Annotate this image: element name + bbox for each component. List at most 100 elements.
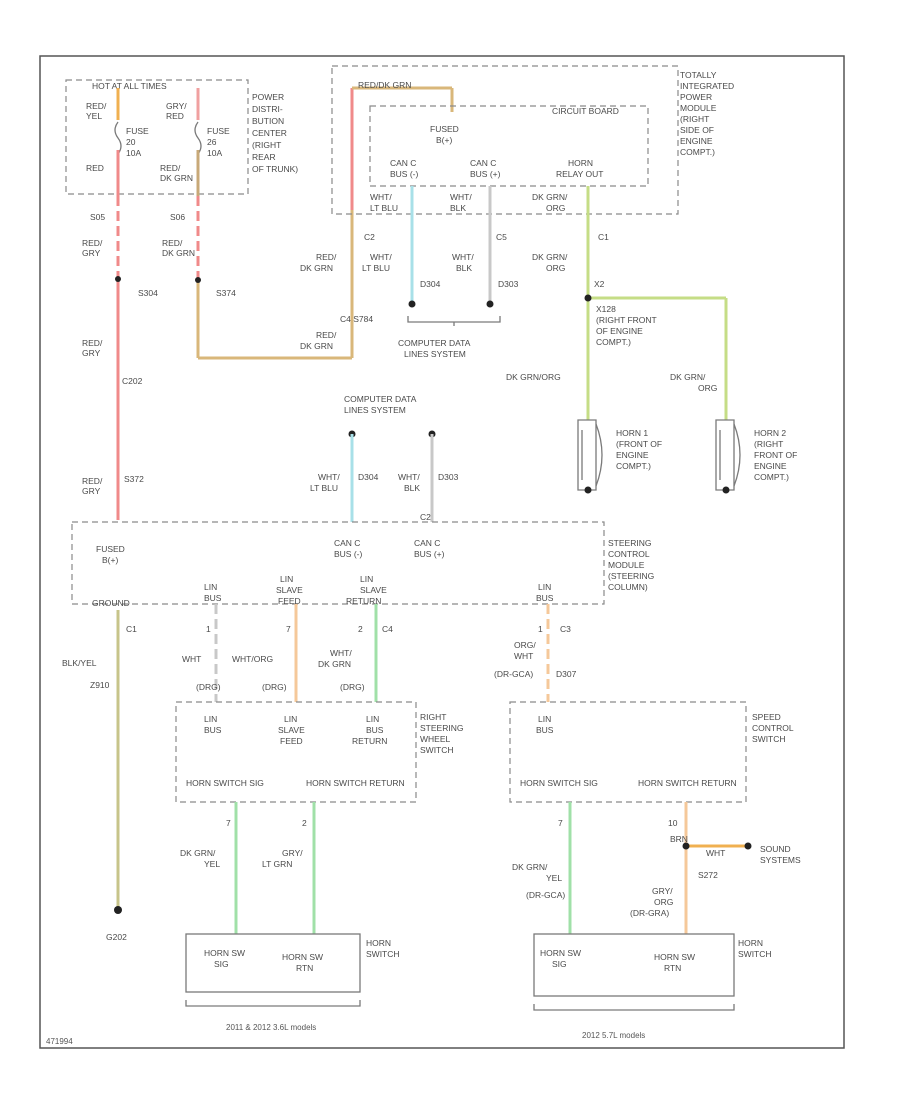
scm-ground-label: GROUND: [92, 598, 130, 608]
svg-text:GRY/: GRY/: [282, 848, 303, 858]
svg-text:YEL: YEL: [204, 859, 220, 869]
svg-text:RELAY OUT: RELAY OUT: [556, 169, 603, 179]
label-red-gry-1: RED/ GRY: [82, 238, 103, 258]
svg-text:Z910: Z910: [90, 680, 110, 690]
svg-text:CONTROL: CONTROL: [752, 723, 794, 733]
svg-text:ENGINE: ENGINE: [616, 450, 649, 460]
svg-text:BLK: BLK: [450, 203, 466, 213]
svg-text:(RIGHT: (RIGHT: [754, 439, 783, 449]
svg-text:BUS: BUS: [536, 593, 554, 603]
svg-text:DK GRN/: DK GRN/: [180, 848, 216, 858]
svg-text:CAN C: CAN C: [390, 158, 416, 168]
caption-right: 2012 5.7L models: [582, 1031, 645, 1040]
svg-text:WHT: WHT: [514, 651, 533, 661]
svg-text:RED/: RED/: [82, 476, 103, 486]
svg-text:REAR: REAR: [252, 152, 276, 162]
svg-text:2: 2: [302, 818, 307, 828]
svg-text:FUSE: FUSE: [126, 126, 149, 136]
svg-text:RED/: RED/: [160, 163, 181, 173]
svg-text:COMPUTER DATA: COMPUTER DATA: [398, 338, 471, 348]
connector-c2-scm: C2: [420, 512, 431, 522]
wire-horn-relay: [584, 186, 728, 420]
svg-text:RETURN: RETURN: [346, 596, 381, 606]
svg-text:SLAVE: SLAVE: [276, 585, 303, 595]
svg-text:HORN SW: HORN SW: [282, 952, 323, 962]
label-dk-grn-org-2: DK GRN/ ORG: [532, 252, 568, 273]
connector-c4: C4: [382, 624, 393, 634]
svg-text:7: 7: [286, 624, 291, 634]
label-dk-grn-org-top: DK GRN/ ORG: [532, 192, 568, 213]
svg-text:BUS (-): BUS (-): [334, 549, 363, 559]
svg-text:1: 1: [538, 624, 543, 634]
fuse-20-symbol: [114, 121, 122, 155]
svg-text:DK GRN: DK GRN: [318, 659, 351, 669]
svg-text:SOUND: SOUND: [760, 844, 791, 854]
label-wht-lt-blu-d304: WHT/ LT BLU: [310, 472, 340, 493]
horn-switch-right: HORN SW SIG HORN SW RTN HORN SWITCH: [533, 933, 772, 1011]
svg-text:DK GRN/: DK GRN/: [532, 252, 568, 262]
svg-text:(FRONT OF: (FRONT OF: [616, 439, 662, 449]
svg-text:(RIGHT: (RIGHT: [252, 140, 281, 150]
svg-text:DK GRN/: DK GRN/: [670, 372, 706, 382]
label-wht-blk-top: WHT/ BLK: [450, 192, 472, 213]
rsws-name-label: RIGHT STEERING WHEEL SWITCH: [420, 712, 463, 755]
label-red-gry-3: RED/ GRY: [82, 476, 103, 496]
svg-text:BUS: BUS: [366, 725, 384, 735]
svg-text:SIG: SIG: [214, 959, 229, 969]
svg-text:FRONT OF: FRONT OF: [754, 450, 797, 460]
svg-text:1: 1: [206, 624, 211, 634]
lin-wires-scm: LIN BUS LIN SLAVE FEED LIN SLAVE RETURN …: [182, 574, 393, 702]
svg-text:ENGINE: ENGINE: [680, 136, 713, 146]
svg-text:BLK: BLK: [404, 483, 420, 493]
label-red-dk-grn-2: RED/ DK GRN: [300, 252, 337, 273]
lin-wire-scs: LIN BUS 1 C3 ORG/ WHT (DR-GCA) D307: [494, 582, 577, 702]
tipm-top-wire-label: RED/DK GRN: [358, 80, 411, 90]
svg-text:HORN: HORN: [366, 938, 391, 948]
svg-text:RED: RED: [166, 111, 184, 121]
svg-text:LIN: LIN: [204, 582, 217, 592]
x128-junction-label: X128 (RIGHT FRONT OF ENGINE COMPT.): [596, 304, 657, 347]
svg-text:WHT/: WHT/: [370, 252, 392, 262]
wire-red-dk-grn: [195, 88, 354, 360]
svg-text:BLK/YEL: BLK/YEL: [62, 658, 97, 668]
fuse-26-symbol: [194, 121, 202, 155]
svg-text:X128: X128: [596, 304, 616, 314]
cdl-system-2: COMPUTER DATA LINES SYSTEM WHT/ LT BLU D…: [310, 394, 459, 522]
fuse-20-label: RED/ YEL FUSE 20 10A RED: [86, 101, 149, 173]
svg-text:OF TRUNK): OF TRUNK): [252, 164, 298, 174]
svg-text:SWITCH: SWITCH: [738, 949, 772, 959]
svg-text:7: 7: [226, 818, 231, 828]
svg-text:FUSED: FUSED: [96, 544, 125, 554]
wire-tipm-feed: [350, 86, 454, 210]
svg-text:STEERING: STEERING: [608, 538, 651, 548]
tipm-can-l-label: CAN C BUS (-): [390, 158, 419, 179]
scs-name-label: SPEED CONTROL SWITCH: [752, 712, 794, 744]
connector-c5: C5: [496, 232, 507, 242]
label-wht-lt-blu-2: WHT/ LT BLU: [362, 252, 392, 273]
svg-text:(DRG): (DRG): [340, 682, 365, 692]
ground-g202: G202: [106, 932, 127, 942]
svg-text:HORN: HORN: [568, 158, 593, 168]
svg-text:WHT/: WHT/: [330, 648, 352, 658]
svg-text:7: 7: [558, 818, 563, 828]
svg-text:OF ENGINE: OF ENGINE: [596, 326, 643, 336]
svg-text:LIN: LIN: [538, 582, 551, 592]
tipm-can-h-label: CAN C BUS (+): [470, 158, 501, 179]
cdl-bracket: [407, 316, 501, 326]
svg-text:(DRG): (DRG): [196, 682, 221, 692]
svg-text:D307: D307: [556, 669, 577, 679]
svg-text:LINES SYSTEM: LINES SYSTEM: [404, 349, 466, 359]
svg-text:WHT/: WHT/: [370, 192, 392, 202]
svg-text:RIGHT: RIGHT: [420, 712, 446, 722]
svg-text:D303: D303: [438, 472, 459, 482]
svg-text:GRY/: GRY/: [166, 101, 187, 111]
pdc-header: HOT AT ALL TIMES: [92, 81, 167, 91]
scm-can-h-label: CAN C BUS (+): [414, 538, 445, 559]
svg-text:YEL: YEL: [546, 873, 562, 883]
svg-text:BUTION: BUTION: [252, 116, 284, 126]
label-red-dk-grn-3: RED/ DK GRN: [300, 330, 337, 351]
svg-text:ENGINE: ENGINE: [754, 461, 787, 471]
label-wht-lt-blu-top: WHT/ LT BLU: [370, 192, 398, 213]
svg-text:ORG/: ORG/: [514, 640, 536, 650]
